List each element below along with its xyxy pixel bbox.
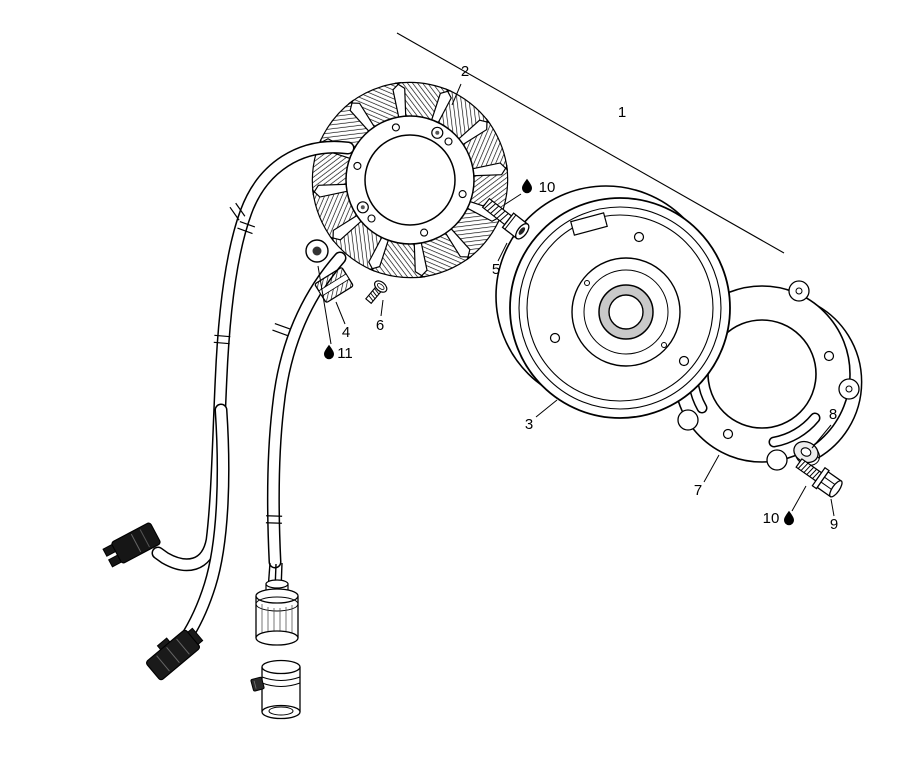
callout-label-7: 7: [694, 482, 702, 499]
connector-multipin: [145, 627, 204, 681]
callout-label-5: 5: [492, 261, 500, 278]
callouts: 1 2 3 4 5 6 7 8 9 10 10 11: [324, 63, 838, 533]
callout-label-2: 2: [461, 63, 469, 80]
flywheel: [495, 185, 731, 419]
wiring-harness: [102, 140, 355, 720]
oil-drop-icon: [784, 510, 794, 526]
callout-label-6: 6: [376, 317, 384, 334]
round-connector: [255, 579, 299, 646]
washer: [793, 440, 821, 466]
wire-clamp: [305, 239, 354, 303]
socket-bolt: [481, 197, 530, 240]
cable-c: [172, 403, 230, 655]
hex-bolt: [795, 458, 843, 498]
callout-label-3: 3: [525, 416, 533, 433]
callout-label-11: 11: [337, 345, 353, 362]
callout-label-10a: 10: [539, 179, 556, 196]
cable-a: [151, 140, 355, 572]
callout-label-10b: 10: [763, 510, 780, 527]
cable-b: [266, 251, 347, 569]
flywheel-holes: [549, 231, 690, 367]
stator: [308, 78, 512, 282]
assembly-boundary-line: [396, 32, 785, 254]
callout-label-4: 4: [342, 324, 350, 341]
stator-screw-heads: [356, 126, 444, 214]
sleeve-bands: [213, 202, 291, 524]
stator-plate: [345, 115, 475, 245]
pan-screw: [365, 280, 388, 305]
callout-label-8: 8: [829, 406, 837, 423]
flange-lugs: [677, 280, 860, 471]
oil-drop-icon: [324, 344, 334, 360]
flywheel-slot: [570, 212, 608, 236]
leader-lines: [317, 83, 835, 517]
oil-drop-icon: [522, 178, 532, 194]
callout-label-1: 1: [618, 104, 626, 121]
callout-label-9: 9: [830, 516, 838, 533]
rubber-boot: [250, 659, 301, 720]
boot-clip: [250, 676, 265, 692]
connector-2pin: [102, 522, 161, 568]
